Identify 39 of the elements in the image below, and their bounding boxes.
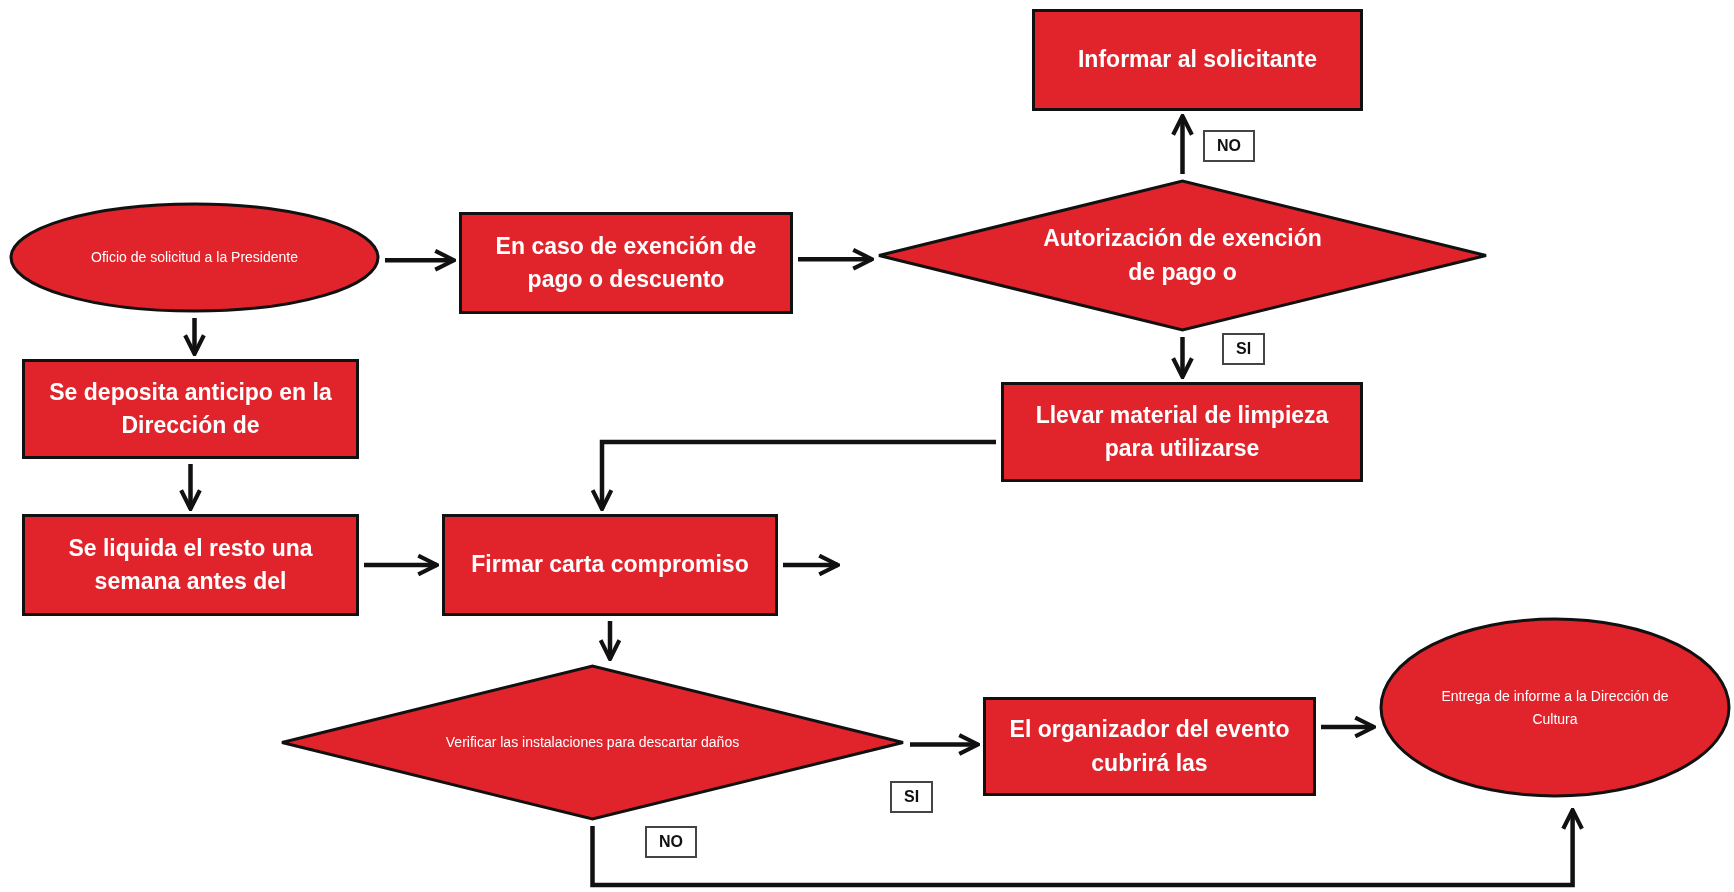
arrow bbox=[183, 318, 206, 357]
node-text: Oficio de solicitud a la Presidente bbox=[91, 248, 298, 268]
arrow bbox=[1321, 715, 1377, 739]
terminal-ellipse bbox=[1379, 617, 1731, 798]
node-text: El organizador del evento cubrirá las bbox=[1008, 715, 1291, 778]
edge-label: NO bbox=[1203, 130, 1255, 162]
arrow bbox=[590, 439, 996, 512]
terminal-ellipse bbox=[9, 202, 380, 313]
edge-label: SI bbox=[1222, 333, 1266, 365]
arrow bbox=[783, 553, 841, 577]
node-text: Verificar las instalaciones para descartar daños bbox=[445, 733, 740, 753]
node-text: Llevar material de limpieza para utilizarse bbox=[1034, 400, 1330, 463]
decision-diamond bbox=[280, 664, 905, 821]
arrow bbox=[385, 248, 457, 272]
decision-diamond bbox=[877, 179, 1488, 332]
node-text: En caso de exención de pago o descuento bbox=[494, 231, 758, 294]
process-box bbox=[22, 514, 359, 616]
process-box bbox=[459, 212, 793, 314]
node-text: Se deposita anticipo en la Dirección de bbox=[48, 377, 333, 440]
process-box bbox=[1032, 9, 1363, 111]
arrow bbox=[1171, 337, 1194, 380]
edge-label: NO bbox=[645, 826, 697, 858]
arrow bbox=[910, 733, 981, 756]
node-text: Informar al solicitante bbox=[1078, 45, 1317, 75]
arrow bbox=[1171, 113, 1194, 174]
process-box bbox=[1001, 382, 1363, 482]
node-text: Entrega de informe a la Dirección de Cultura bbox=[1440, 687, 1670, 729]
node-text: Se liquida el resto una semana antes del bbox=[67, 533, 314, 596]
process-box bbox=[983, 697, 1316, 796]
arrow bbox=[179, 464, 202, 512]
arrow bbox=[798, 247, 875, 271]
process-box bbox=[442, 514, 778, 616]
arrow bbox=[590, 807, 1585, 888]
arrow bbox=[598, 621, 622, 662]
arrow bbox=[364, 553, 440, 577]
process-box bbox=[22, 359, 359, 459]
node-text: Firmar carta compromiso bbox=[471, 550, 749, 580]
node-text: Autorización de exención de pago o bbox=[1042, 224, 1323, 287]
edge-label: SI bbox=[890, 781, 934, 813]
